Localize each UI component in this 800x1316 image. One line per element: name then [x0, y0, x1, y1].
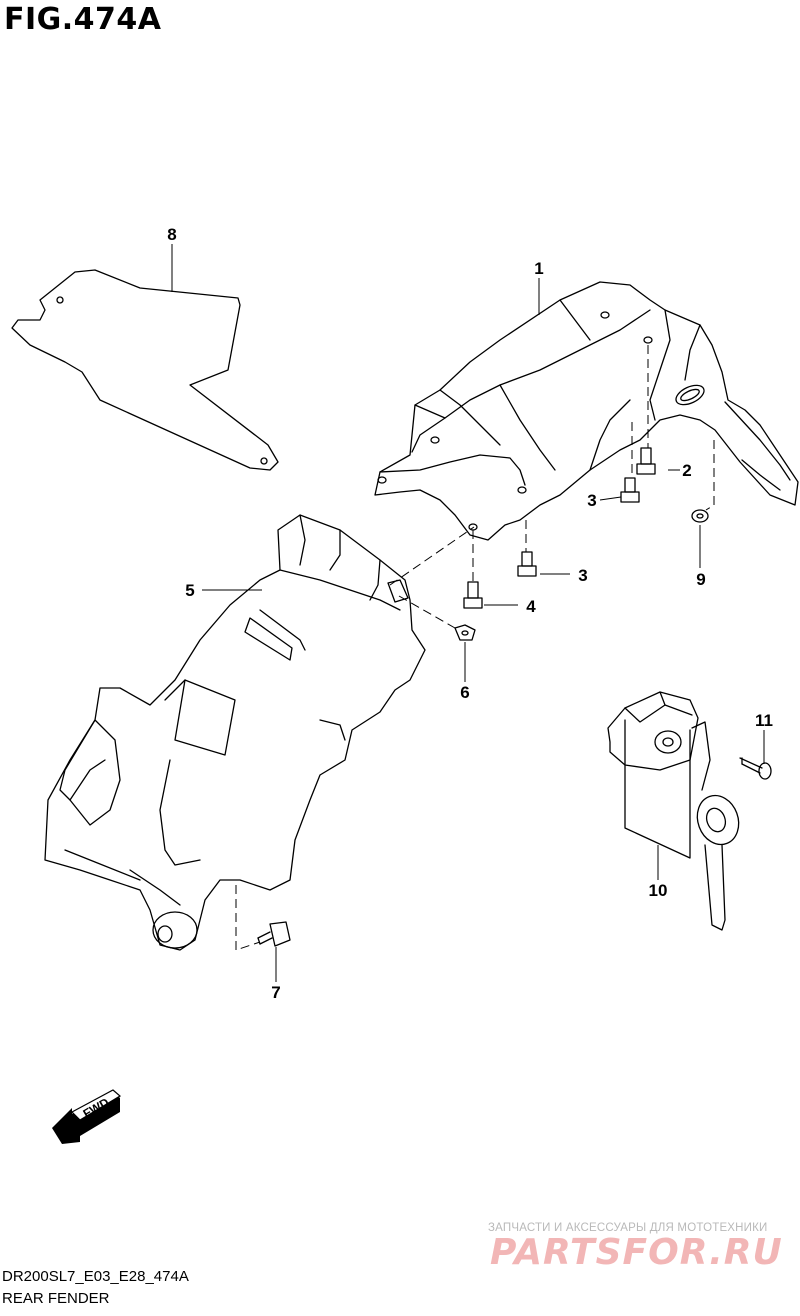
callout-10: 10 — [649, 881, 668, 900]
part-2-bolt — [636, 447, 656, 475]
callout-3-lower: 3 — [578, 566, 587, 585]
part-7-bolt — [257, 921, 291, 947]
figure-title: FIG.474A — [4, 2, 162, 37]
part-8-sheet — [11, 269, 279, 471]
callout-2: 2 — [682, 461, 691, 480]
part-9-washer — [691, 509, 709, 523]
watermark-subtitle: ЗАПЧАСТИ И АКСЕССУАРЫ ДЛЯ МОТОТЕХНИКИ — [488, 1222, 768, 1234]
diagram-name: REAR FENDER — [2, 1290, 110, 1307]
callout-9: 9 — [696, 570, 705, 589]
callout-5: 5 — [185, 581, 194, 600]
part-11-screw — [739, 757, 772, 780]
callout-8: 8 — [167, 225, 176, 244]
callout-1: 1 — [534, 259, 543, 278]
part-10-lock — [607, 691, 740, 931]
part-6-clip — [454, 624, 476, 641]
part-3-bolt-upper — [620, 477, 640, 503]
callout-6: 6 — [460, 683, 469, 702]
fwd-arrow-icon: FWD — [52, 1089, 122, 1144]
part-5-fender — [44, 514, 426, 951]
callout-7: 7 — [271, 983, 280, 1002]
callout-11: 11 — [755, 711, 773, 730]
diagram-code: DR200SL7_E03_E28_474A — [2, 1268, 189, 1285]
callout-4: 4 — [526, 597, 536, 616]
part-4-bolt — [463, 581, 483, 609]
part-3-bolt-lower — [517, 551, 537, 577]
part-1-fender — [374, 281, 799, 541]
watermark-logo: PARTSFOR.RU — [490, 1232, 783, 1273]
callout-3-upper: 3 — [587, 491, 596, 510]
